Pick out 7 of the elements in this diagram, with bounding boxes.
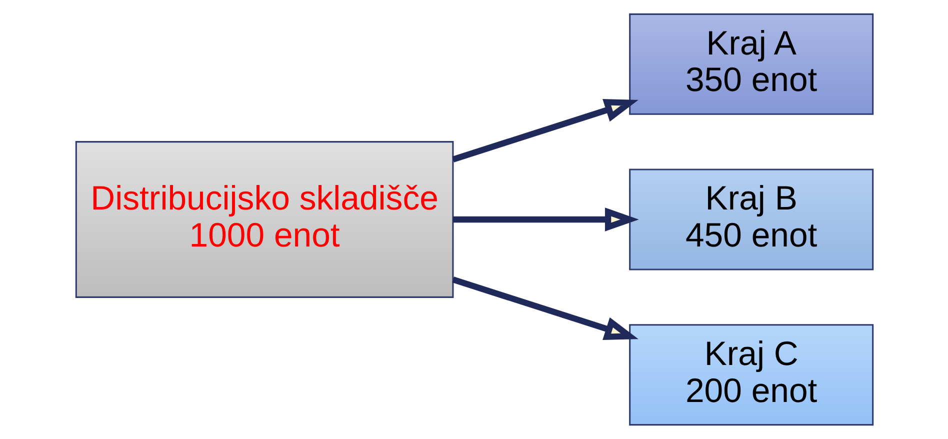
arrow <box>452 276 638 340</box>
node-box: Kraj A 350 enot <box>628 13 874 115</box>
node-box: Kraj B 450 enot <box>628 168 874 270</box>
arrow <box>452 208 638 232</box>
arrow <box>452 99 638 162</box>
node-box: Distribucijsko skladišče 1000 enot <box>74 141 454 298</box>
node-box: Kraj C 200 enot <box>628 324 874 426</box>
